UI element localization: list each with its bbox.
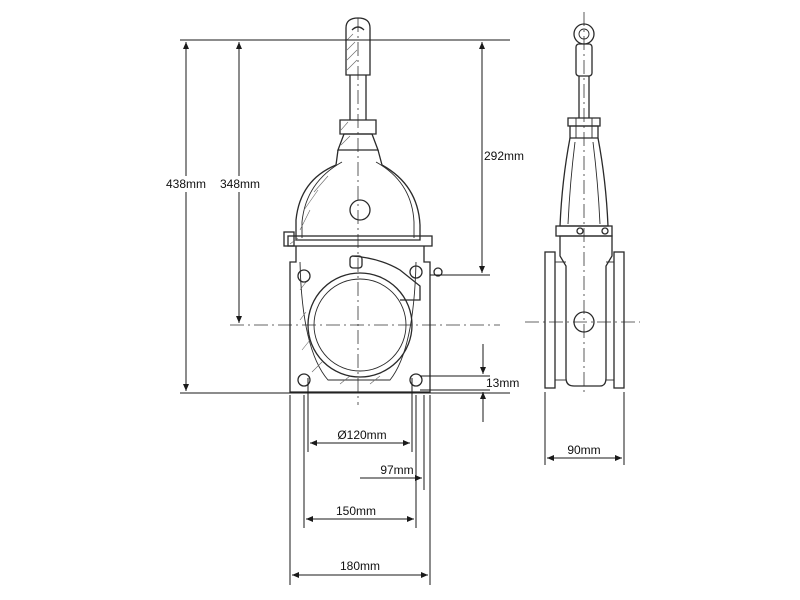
side-body	[544, 235, 625, 389]
dim-spindle-height: 292mm	[484, 149, 524, 163]
front-view	[230, 17, 500, 405]
dim-overall-width: 180mm	[340, 559, 380, 573]
dim-flange-width: 150mm	[336, 504, 376, 518]
bore	[307, 272, 413, 378]
side-stem-eye	[573, 23, 595, 118]
side-flange-left	[544, 251, 556, 389]
bonnet	[295, 149, 421, 241]
dim-half-width: 97mm	[380, 463, 413, 477]
front-dimensions: 438mm 348mm 292mm 13mm Ø120mm 97mm 150mm	[160, 39, 524, 585]
dim-bore-diameter: Ø120mm	[337, 428, 386, 442]
side-flange-right	[613, 251, 625, 389]
dim-flange-thickness: 13mm	[486, 376, 519, 390]
valve-body	[289, 246, 431, 393]
stem-head	[345, 17, 371, 120]
bolt-holes	[297, 265, 443, 387]
dim-body-depth: 90mm	[567, 443, 600, 457]
side-view: 90mm	[525, 12, 640, 465]
dim-overall-height: 438mm	[166, 177, 206, 191]
bonnet-flange	[283, 231, 433, 247]
dim-centre-height: 348mm	[220, 177, 260, 191]
gate-wedge	[349, 255, 421, 301]
